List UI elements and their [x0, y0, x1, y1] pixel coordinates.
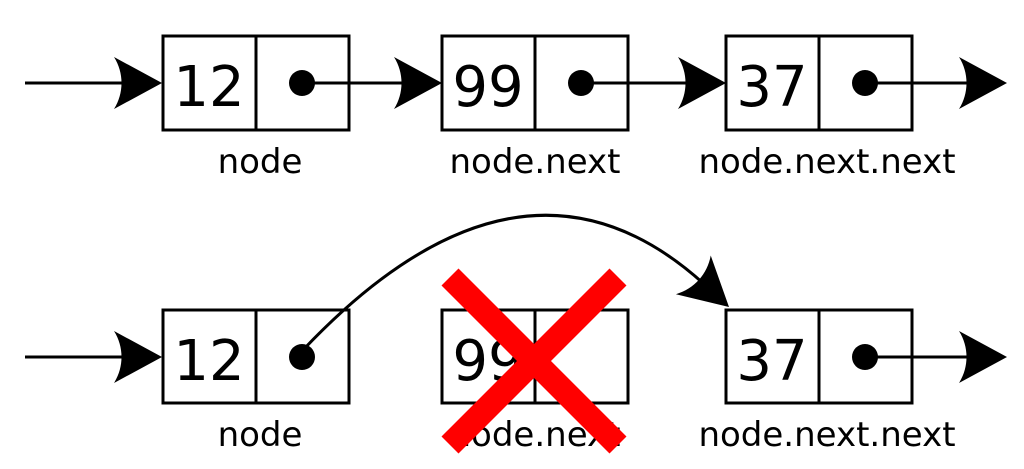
bypass-arc-line	[301, 213, 706, 352]
node-value: 37	[736, 55, 807, 120]
list-node: 99	[440, 34, 630, 132]
list-node: 12	[161, 308, 351, 405]
row-after-deletion: 12 99 37 node node.next	[25, 213, 1007, 455]
node-label: node	[218, 415, 303, 455]
delete-x-icon	[441, 268, 627, 454]
node-value: 12	[173, 329, 244, 394]
row-before-deletion: 12 99 37 node	[25, 34, 1007, 182]
pointer-dot-icon	[289, 344, 315, 370]
delete-x-stroke	[441, 268, 627, 454]
node-label: node.next.next	[698, 142, 955, 182]
node-label: node	[218, 142, 303, 182]
list-node: 12	[161, 34, 351, 132]
list-node: 37	[724, 308, 914, 405]
node-label: node.next	[450, 142, 621, 182]
arrowhead-icon	[675, 255, 747, 327]
node-value: 37	[736, 329, 807, 394]
node-value: 12	[173, 55, 244, 120]
node-value: 99	[452, 55, 523, 120]
node-label: node.next.next	[698, 415, 955, 455]
